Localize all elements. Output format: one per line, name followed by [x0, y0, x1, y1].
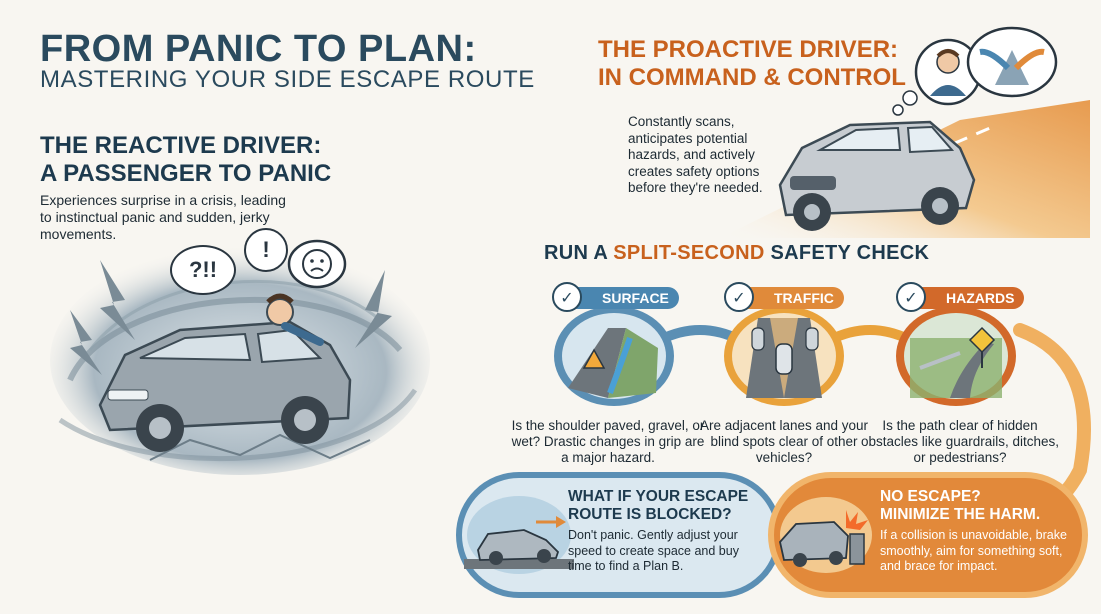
- panic-bubble-2: !: [244, 228, 288, 272]
- proactive-title-line1: THE PROACTIVE DRIVER:: [598, 36, 899, 63]
- car-icon: [751, 327, 819, 375]
- blocked-route-description: Don't panic. Gently adjust your speed to…: [568, 528, 739, 573]
- blocked-route-illustration: [464, 496, 574, 574]
- worried-face-icon: [287, 239, 347, 289]
- traffic-check-circle: [724, 306, 844, 406]
- proactive-car: [778, 120, 976, 231]
- blocked-route-title: WHAT IF YOUR ESCAPE ROUTE IS BLOCKED?: [568, 488, 748, 524]
- blocked-title-line1: WHAT IF YOUR ESCAPE: [568, 488, 749, 505]
- proactive-driver-title: THE PROACTIVE DRIVER: IN COMMAND & CONTR…: [598, 36, 906, 92]
- traffic-label: TRAFFIC: [738, 287, 844, 309]
- blocked-title-line2: ROUTE IS BLOCKED?: [568, 506, 732, 523]
- safety-check-heading-prefix: RUN A: [544, 242, 614, 264]
- check-icon: ✓: [724, 282, 754, 312]
- safety-check-heading: RUN A SPLIT-SECOND SAFETY CHECK: [544, 242, 929, 265]
- surface-label: SURFACE: [566, 287, 679, 309]
- crash-burst-icon: [846, 510, 868, 530]
- proactive-driver-illustration: [720, 26, 1090, 238]
- panicked-car: [98, 293, 352, 452]
- hazards-check-circle: [896, 306, 1016, 406]
- hazards-description: Is the path clear of hidden obstacles li…: [860, 418, 1060, 465]
- check-icon: ✓: [896, 282, 926, 312]
- page-subtitle: MASTERING YOUR SIDE ESCAPE ROUTE: [40, 66, 535, 93]
- reactive-driver-illustration: [50, 245, 430, 475]
- proactive-driver-description: Constantly scans, anticipates potential …: [628, 114, 763, 195]
- reactive-driver-description: Experiences surprise in a crisis, leadin…: [40, 192, 286, 242]
- reactive-driver-title: THE REACTIVE DRIVER: A PASSENGER TO PANI…: [40, 132, 331, 188]
- collision-illustration: [779, 497, 872, 573]
- panic-bubble-1: ?!!: [170, 245, 236, 295]
- no-escape-description: If a collision is unavoidable, brake smo…: [880, 528, 1067, 573]
- no-escape-title-line2: MINIMIZE THE HARM.: [880, 506, 1041, 523]
- hazards-label: HAZARDS: [910, 287, 1025, 309]
- surface-check-circle: [554, 306, 674, 406]
- proactive-title-line2: IN COMMAND & CONTROL: [598, 64, 906, 91]
- pedestrian-sign-icon: [968, 326, 996, 368]
- no-escape-title: NO ESCAPE? MINIMIZE THE HARM.: [880, 488, 1040, 524]
- lightning-icon: [70, 260, 392, 375]
- reactive-title-line2: A PASSENGER TO PANIC: [40, 160, 332, 187]
- traffic-description: Are adjacent lanes and your blind spots …: [699, 418, 869, 465]
- surface-description: Is the shoulder paved, gravel, or wet? D…: [511, 418, 705, 465]
- check-icon: ✓: [552, 282, 582, 312]
- reactive-title-line1: THE REACTIVE DRIVER:: [40, 132, 322, 159]
- no-escape-title-line1: NO ESCAPE?: [880, 488, 981, 505]
- warning-sign-icon: [582, 348, 606, 369]
- page-title: FROM PANIC TO PLAN:: [40, 28, 477, 70]
- safety-check-heading-suffix: SAFETY CHECK: [764, 242, 930, 264]
- safety-check-heading-accent: SPLIT-SECOND: [613, 242, 765, 264]
